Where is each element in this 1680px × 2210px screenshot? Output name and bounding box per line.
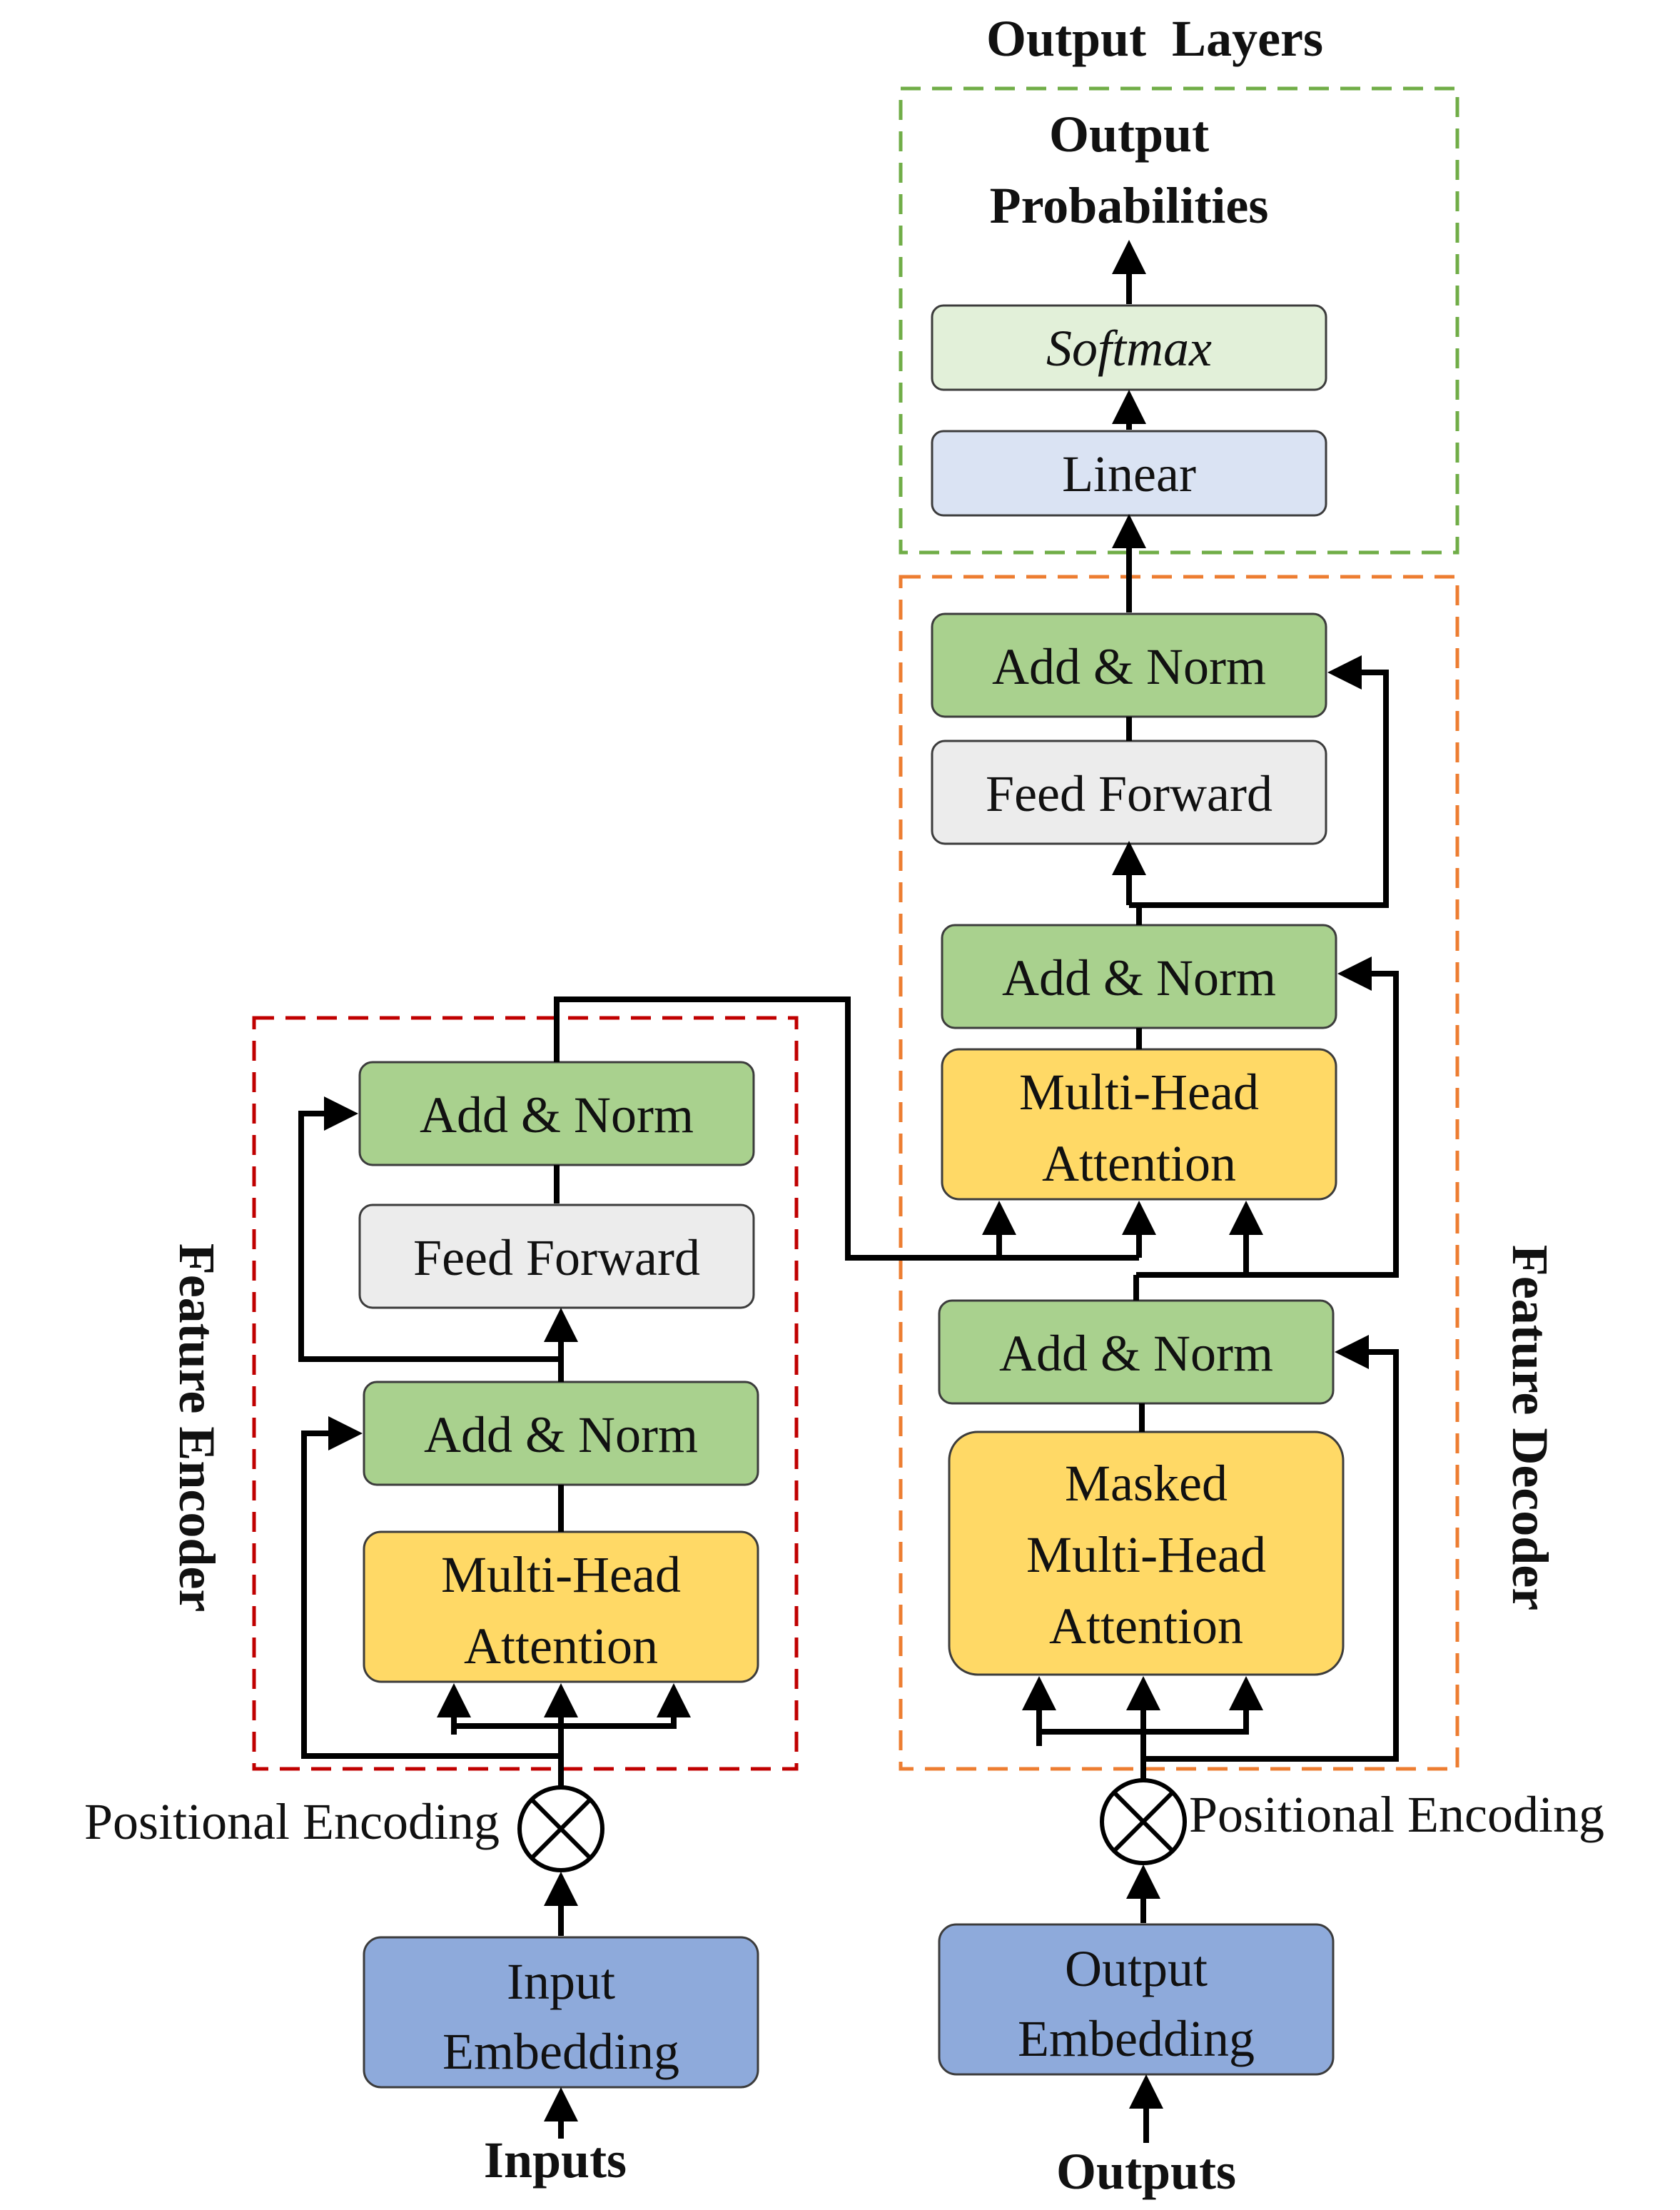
decoder-feed-forward-label: Feed Forward xyxy=(986,765,1272,822)
encoder-positional-encoding-icon xyxy=(517,1785,604,1872)
feature-encoder-title: Feature Encoder xyxy=(168,1243,226,1613)
feature-decoder-border xyxy=(899,575,1459,1771)
decoder-multi-head-attention: Multi-Head Attention xyxy=(941,1048,1337,1201)
decoder-add-norm-bottom: Add & Norm xyxy=(938,1299,1335,1405)
decoder-positional-encoding-label: Positional Encoding xyxy=(1189,1786,1604,1843)
encoder-add-norm-bottom: Add & Norm xyxy=(363,1381,759,1486)
encoder-mha-line2: Attention xyxy=(464,1618,658,1675)
output-probabilities-line2: Probabilities xyxy=(990,177,1269,234)
decoder-add-norm-mid-label: Add & Norm xyxy=(1002,949,1276,1006)
linear-block: Linear xyxy=(931,430,1327,517)
softmax-label: Softmax xyxy=(1046,320,1212,377)
encoder-positional-encoding-label: Positional Encoding xyxy=(84,1793,500,1850)
output-layers-title: Output Layers xyxy=(986,10,1323,67)
encoder-feed-forward-label: Feed Forward xyxy=(413,1229,700,1286)
decoder-feed-forward: Feed Forward xyxy=(931,740,1327,845)
decoder-masked-line1: Masked xyxy=(1065,1455,1228,1512)
feature-encoder-border xyxy=(252,1016,799,1771)
encoder-multi-head-attention: Multi-Head Attention xyxy=(363,1530,759,1683)
input-embedding-line1: Input xyxy=(507,1953,615,2010)
decoder-add-norm-bottom-label: Add & Norm xyxy=(999,1325,1273,1382)
decoder-masked-line2: Multi-Head xyxy=(1026,1526,1266,1583)
input-embedding-block: Input Embedding xyxy=(363,1936,759,2089)
output-embedding-line1: Output xyxy=(1065,1940,1208,1997)
decoder-positional-encoding-icon xyxy=(1100,1778,1187,1865)
encoder-feed-forward: Feed Forward xyxy=(358,1204,755,1309)
decoder-masked-multi-head-attention: Masked Multi-Head Attention xyxy=(948,1431,1345,1676)
decoder-add-norm-mid: Add & Norm xyxy=(941,924,1337,1029)
output-embedding-line2: Embedding xyxy=(1018,2010,1255,2067)
encoder-add-norm-top-label: Add & Norm xyxy=(420,1086,694,1144)
inputs-label: Inputs xyxy=(484,2131,627,2189)
encoder-connectors xyxy=(298,996,1139,2139)
decoder-add-norm-top-label: Add & Norm xyxy=(992,638,1266,695)
softmax-block: Softmax xyxy=(931,304,1327,391)
output-probabilities-line1: Output xyxy=(1049,106,1209,163)
linear-label: Linear xyxy=(1062,445,1196,503)
output-layers-border xyxy=(899,86,1459,555)
decoder-masked-line3: Attention xyxy=(1049,1598,1243,1655)
input-embedding-line2: Embedding xyxy=(442,2023,679,2080)
decoder-connectors xyxy=(982,655,1399,2143)
decoder-add-norm-top: Add & Norm xyxy=(931,612,1327,718)
decoder-mha-line1: Multi-Head xyxy=(1019,1064,1259,1121)
feature-decoder-title: Feature Decoder xyxy=(1502,1245,1559,1610)
encoder-add-norm-top: Add & Norm xyxy=(358,1061,755,1166)
decoder-mha-line2: Attention xyxy=(1042,1135,1236,1192)
encoder-mha-line1: Multi-Head xyxy=(441,1546,681,1603)
encoder-add-norm-bottom-label: Add & Norm xyxy=(424,1406,698,1463)
outputs-label: Outputs xyxy=(1056,2143,1236,2200)
output-embedding-block: Output Embedding xyxy=(938,1923,1335,2076)
